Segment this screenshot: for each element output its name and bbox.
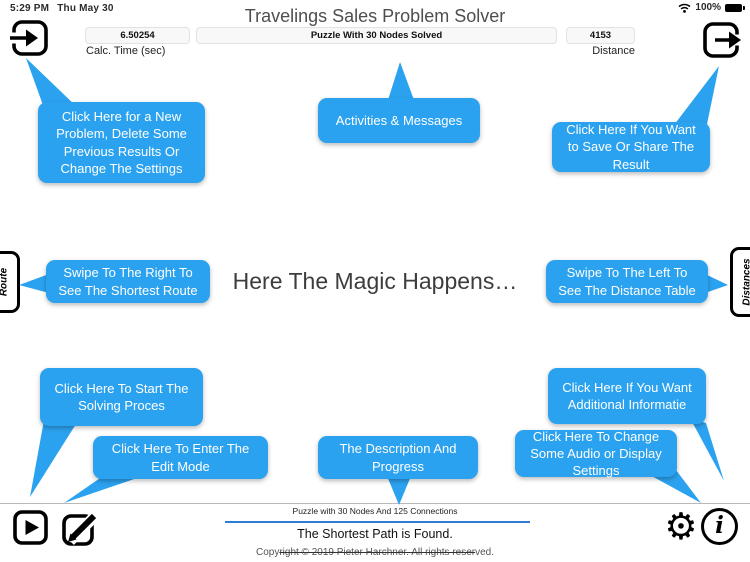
callout-edit-mode: Click Here To Enter The Edit Mode [93,436,268,479]
solve-status-text: The Shortest Path is Found. [297,527,453,541]
battery-icon [725,3,745,12]
progress-bar [225,521,530,523]
status-time-date: 5:29 PM Thu May 30 [10,3,114,14]
callout-start-solving: Click Here To Start The Solving Proces [40,368,203,426]
callout-save-share: Click Here If You Want to Save Or Share … [552,122,710,172]
info-icon: i [715,512,724,539]
callout-text: Click Here To Start The Solving Proces [54,380,189,413]
status-indicators: 100% [678,2,745,13]
callout-text: Click Here If You Want Additional Inform… [562,379,692,412]
status-date: Thu May 30 [57,3,114,14]
callout-activities: Activities & Messages [318,98,480,143]
callout-swipe-right: Swipe To The Right To See The Shortest R… [46,260,210,303]
distance-label: Distance [592,45,635,57]
calc-time-field[interactable]: 6.50254 [85,27,190,44]
bubble-tail [26,58,78,108]
pencil-edit-icon [62,509,102,546]
callout-swipe-left: Swipe To The Left To See The Distance Ta… [546,260,708,303]
edit-mode-button[interactable] [61,508,102,546]
gear-icon: ⚙ [664,505,698,548]
callout-text: Click Here If You Want to Save Or Share … [566,122,696,172]
share-save-button[interactable] [702,21,742,59]
copyright-end: ved. [475,547,495,558]
start-solving-button[interactable] [12,509,49,546]
copyright-start: Copy [255,547,280,558]
battery-percent: 100% [695,2,721,13]
distances-tab-label: Distances [741,258,750,306]
magic-happens-text: Here The Magic Happens… [232,268,518,294]
distance-field[interactable]: 4153 [566,27,635,44]
status-time: 5:29 PM [10,3,50,14]
callout-text: Swipe To The Right To See The Shortest R… [58,265,198,298]
status-bar: 5:29 PM Thu May 30 100% [0,2,750,18]
bubble-tail [674,66,719,129]
distances-tab[interactable]: Distances [730,247,750,317]
bubble-tail [387,476,411,505]
arrow-out-of-box-icon [703,22,742,58]
bubble-tail [30,420,76,497]
puzzle-info-text: Puzzle with 30 Nodes And 125 Connections [292,506,458,516]
activities-messages-field[interactable]: Puzzle With 30 Nodes Solved [196,27,557,44]
callout-audio-settings: Click Here To Change Some Audio or Displ… [515,428,677,479]
callout-description: The Description And Progress [318,436,478,479]
copyright-text: Copyright © 2019 Pieter Harchner. All ri… [0,547,750,558]
page-title: Travelings Sales Problem Solver [244,6,506,26]
callout-new-problem: Click Here for a New Problem, Delete Som… [38,102,205,183]
callout-text: Swipe To The Left To See The Distance Ta… [558,265,696,298]
settings-button[interactable]: ⚙ [661,507,701,547]
calc-time-label: Calc. Time (sec) [86,45,166,57]
route-tab[interactable]: Route [0,251,20,313]
footer-divider [0,503,750,504]
arrow-into-box-icon [9,20,48,56]
callout-text: Activities & Messages [335,112,463,128]
info-button[interactable]: i [701,508,738,545]
bubble-tail [690,418,724,481]
callout-text: Click Here To Change Some Audio or Displ… [530,428,662,479]
callout-additional-info: Click Here If You Want Additional Inform… [548,368,706,424]
bubble-tail [388,62,414,100]
wifi-icon [678,3,691,13]
new-problem-button[interactable] [9,19,49,57]
copyright-struck: right © 2019 Pieter Harchner. All rights… [279,547,476,558]
callout-text: The Description And Progress [339,441,457,474]
route-tab-label: Route [0,267,9,297]
play-icon [13,510,48,545]
callout-text: Click Here To Enter The Edit Mode [111,441,250,474]
callout-text: Click Here for a New Problem, Delete Som… [56,109,187,176]
